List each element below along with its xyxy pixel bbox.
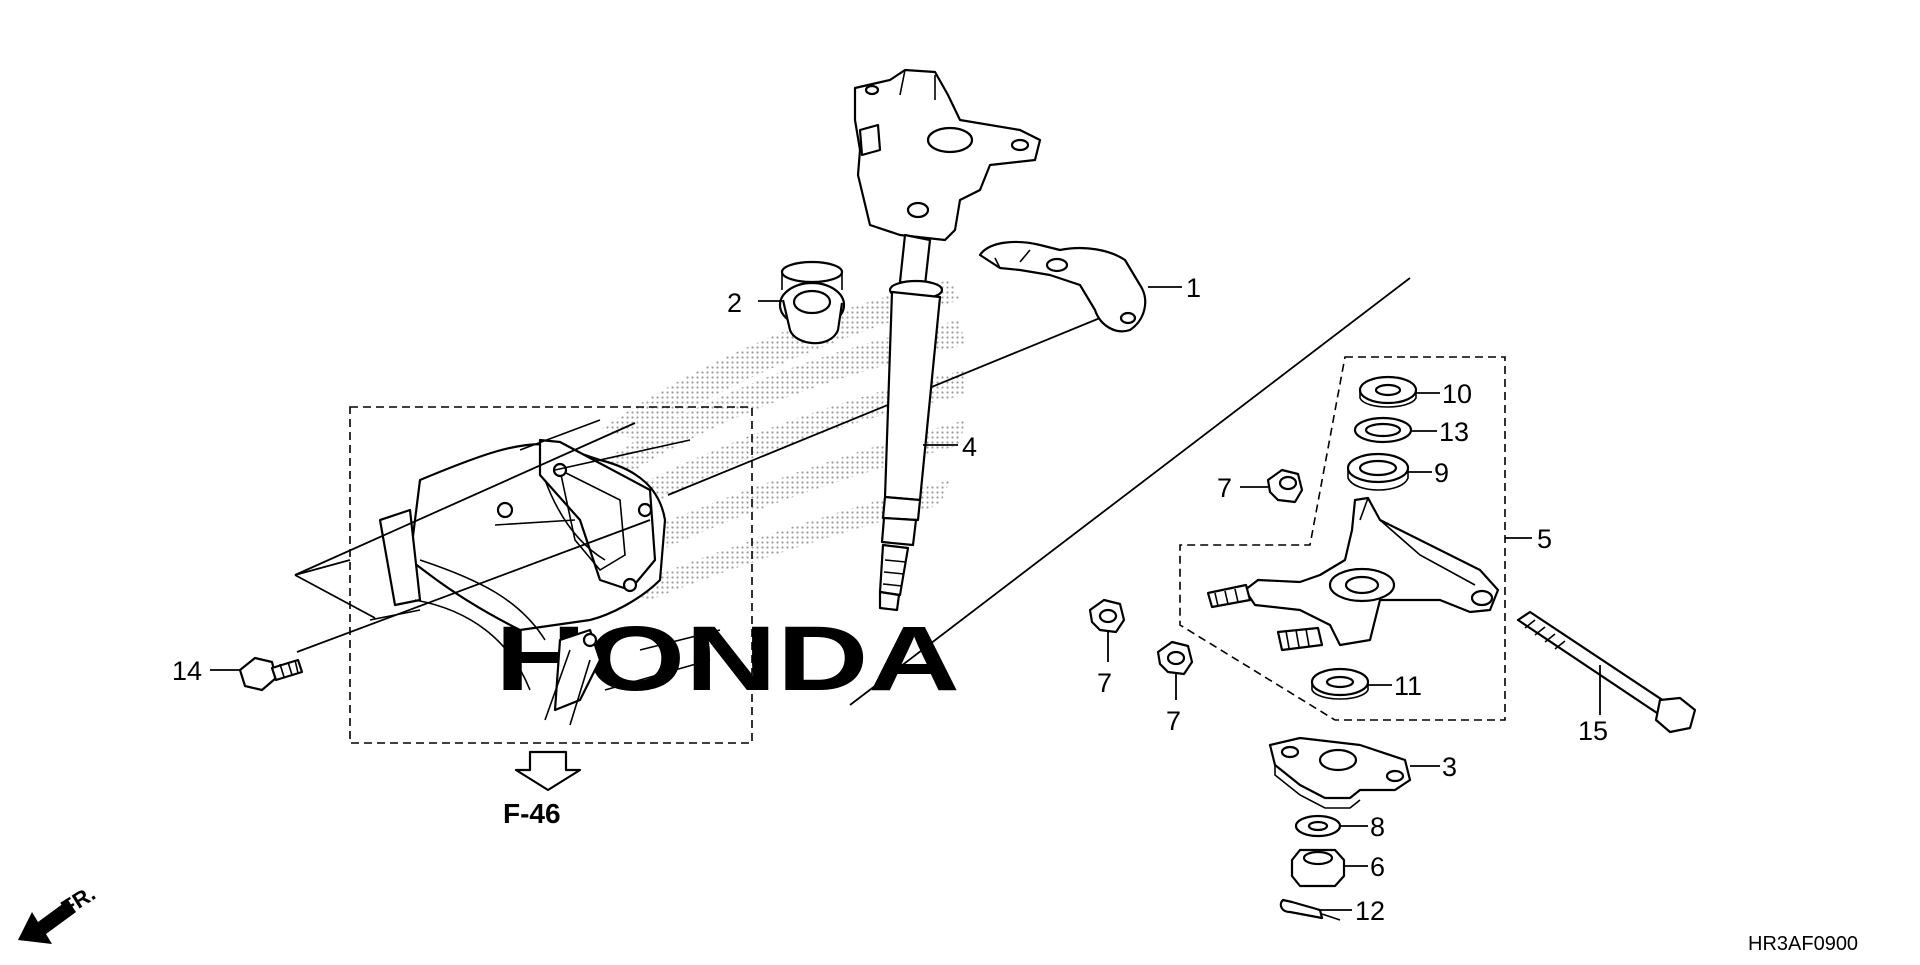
nut-7c: [1156, 640, 1194, 676]
steering-shaft: [853, 68, 1042, 612]
section-reference-arrow: [514, 750, 582, 792]
callout-7c: 7: [1166, 706, 1181, 736]
guide-line: [294, 422, 636, 576]
guide-line: [294, 559, 351, 576]
dust-seal-10: [1358, 375, 1418, 408]
guide-line-arm: [849, 277, 1411, 706]
section-reference-label: F-46: [503, 798, 561, 829]
callout-3: 3: [1442, 752, 1457, 782]
callout-7a: 7: [1217, 473, 1232, 503]
diagram-code: HR3AF0900: [1748, 933, 1858, 955]
cotter-pin-12: [1279, 898, 1341, 921]
callout-5: 5: [1537, 524, 1552, 554]
castle-nut-6: [1290, 848, 1346, 888]
callout-12: 12: [1355, 896, 1385, 926]
guide-line-holder: [667, 317, 1101, 496]
callout-13: 13: [1439, 417, 1469, 447]
callout-2: 2: [727, 288, 742, 318]
ring-13: [1353, 416, 1413, 444]
callout-4: 4: [962, 432, 977, 462]
guide-line: [294, 574, 376, 619]
callout-15: 15: [1578, 716, 1608, 746]
guide-line-bolt: [296, 519, 651, 653]
bolt-15: [1516, 610, 1697, 734]
frame-structure: [369, 419, 721, 726]
callout-1: 1: [1186, 273, 1201, 303]
washer-8: [1294, 814, 1342, 838]
callout-8: 8: [1370, 812, 1385, 842]
callout-14: 14: [172, 656, 202, 686]
frame-reference-box: [349, 406, 753, 744]
steering-arm-5: [1206, 496, 1500, 652]
callout-7b: 7: [1097, 668, 1112, 698]
holder-clamp-1: [978, 240, 1147, 333]
callout-10: 10: [1442, 379, 1472, 409]
steering-arm-assembly-bracket: [1179, 356, 1506, 721]
dust-seal-11: [1310, 667, 1370, 700]
callout-11: 11: [1394, 671, 1422, 701]
seal-part-2: [778, 260, 846, 345]
bearing-9: [1346, 452, 1410, 491]
steering-base-3: [1268, 736, 1412, 809]
callout-6: 6: [1370, 852, 1385, 882]
front-direction-arrow: [18, 900, 76, 944]
callout-9: 9: [1434, 458, 1449, 488]
nut-7b: [1088, 598, 1126, 634]
nut-7a: [1266, 468, 1304, 504]
bolt-14: [238, 656, 304, 692]
